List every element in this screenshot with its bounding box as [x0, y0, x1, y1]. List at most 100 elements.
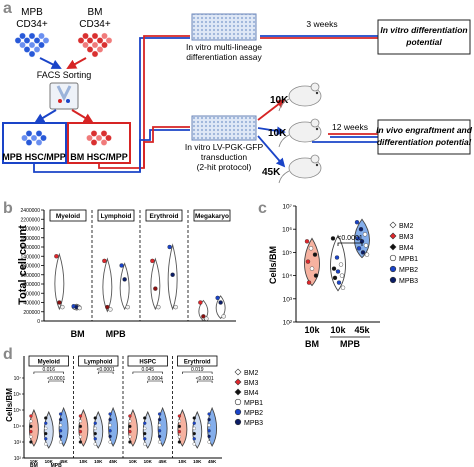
data-point [218, 300, 223, 305]
data-point [192, 426, 196, 431]
data-point [215, 295, 220, 301]
mouse-ear [310, 118, 320, 128]
panel-c-ylabel: Cells/BM [268, 246, 278, 284]
x-label: 45K [59, 459, 68, 464]
x-label: 45K [158, 459, 167, 464]
cell [90, 139, 98, 146]
mpb-hsc-cells [21, 130, 47, 146]
pvalue-bracket [196, 380, 213, 383]
facet-label: Erythroid [150, 213, 179, 220]
y-tick-label: 10² [283, 320, 293, 327]
data-point [93, 426, 97, 431]
cell [19, 32, 26, 40]
legend-marker [389, 221, 397, 229]
cell [28, 32, 36, 40]
data-point [57, 300, 62, 305]
facs-label: FACS Sorting [37, 70, 92, 80]
panel-a-letter: a [3, 0, 12, 17]
result-bottom-line2: differentiation potential [377, 137, 472, 147]
legend-marker [234, 378, 242, 386]
data-point [29, 419, 33, 423]
data-point [143, 421, 147, 425]
x-label: 10K [79, 459, 88, 464]
result-bottom-box [377, 119, 471, 155]
data-point [358, 226, 364, 232]
data-point [143, 431, 147, 436]
group-label: MPB [51, 463, 63, 467]
data-point [355, 236, 361, 241]
dose-arrow-1 [257, 98, 286, 121]
data-point [125, 304, 130, 310]
x-label: 10k [330, 325, 346, 335]
pvalue-bracket [147, 380, 163, 383]
data-point [29, 414, 33, 418]
data-point [108, 417, 112, 422]
data-point [58, 423, 63, 427]
cell [23, 46, 31, 53]
data-point [156, 304, 161, 310]
legend-label: BM3 [244, 380, 259, 387]
data-point [93, 421, 97, 425]
mouse-ear [310, 82, 320, 92]
facet-header [28, 355, 69, 367]
panel-b-chart: 0200000400000600000800000100000012000001… [21, 208, 236, 339]
result-top-line2: potential [405, 37, 442, 47]
dose-label-1: 10K [270, 95, 289, 106]
violin [119, 262, 130, 311]
panel-d-ylabel: Cells/BM [5, 388, 14, 422]
pvalue-label: 0.045 [141, 367, 154, 373]
data-point [167, 244, 172, 250]
result-top-line1: In vitro differentiation [380, 25, 467, 35]
data-point [78, 419, 83, 423]
violin [198, 299, 209, 322]
legend-marker [389, 243, 397, 251]
legend-label: MPB2 [399, 267, 418, 274]
data-point [157, 412, 162, 416]
data-point [170, 272, 175, 277]
weeks-bottom: 12 weeks [332, 122, 368, 132]
y-tick-label: 400000 [23, 301, 40, 307]
cell [40, 134, 47, 142]
data-point [313, 273, 319, 278]
mouse-tail [278, 170, 290, 184]
dose-label-3: 45K [262, 167, 281, 178]
data-point [157, 440, 162, 444]
cell [82, 32, 89, 40]
mpb-hsc-label: MPB HSC/MPP [2, 152, 66, 162]
pvalue-label: <0.0001 [196, 376, 214, 382]
group-label: BM [305, 339, 319, 349]
y-tick-label: 1600000 [21, 245, 41, 251]
data-point [157, 417, 162, 422]
data-point [157, 434, 162, 439]
y-tick-label: 10⁴ [13, 424, 21, 430]
data-point [58, 417, 63, 422]
data-point [363, 243, 369, 248]
legend-marker [389, 254, 397, 262]
data-point [60, 304, 65, 310]
data-point [192, 416, 196, 420]
cell [23, 37, 31, 44]
data-point [93, 437, 97, 441]
x-label: 10K [178, 459, 187, 464]
mouse-body [288, 85, 322, 107]
panel-a: a MPB CD34+ BM CD34+ FACS Sorting MPB HS… [2, 0, 473, 184]
x-label: MPB [106, 329, 127, 339]
y-tick-label: 10⁶ [13, 392, 21, 398]
assay-plate-icon [191, 13, 257, 41]
facs-sorter-icon [49, 82, 79, 110]
y-tick-label: 1800000 [21, 236, 41, 242]
panel-d: d Cells/BM 10²10³10⁴10⁵10⁶10⁷Myeloid0.01… [3, 346, 263, 467]
legend-marker [234, 388, 242, 396]
data-point [29, 429, 33, 434]
legend-marker [389, 232, 397, 240]
data-point [338, 262, 344, 267]
panel-d-chart: 10²10³10⁴10⁵10⁶10⁷Myeloid0.016<0.000110K… [13, 355, 263, 467]
mouse-eye [315, 127, 319, 131]
violin [54, 252, 65, 311]
bm-hsc-label: BM HSC/MPP [70, 152, 128, 162]
pvalue-bracket [48, 380, 64, 383]
data-point [58, 440, 63, 444]
pvalue-label: 0.016 [42, 367, 55, 373]
data-point [128, 440, 132, 444]
mouse-icons [278, 82, 322, 184]
